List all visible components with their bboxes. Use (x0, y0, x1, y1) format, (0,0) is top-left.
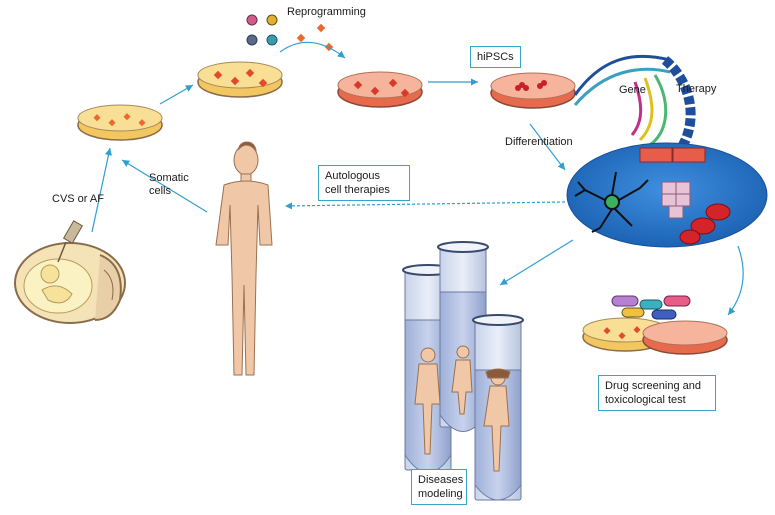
arrow-to-diseases (499, 239, 574, 286)
arrow-autologous (284, 201, 566, 210)
diseases-modeling-label: Diseases modeling (411, 469, 467, 505)
arrow-to-drug-screening (727, 245, 744, 316)
arrow-uterus-to-dish (91, 147, 113, 233)
neuron-cell (574, 171, 649, 233)
dish-hipscs (490, 72, 576, 109)
gene-label: Gene (619, 84, 646, 96)
hipscs-label: hiPSCs (470, 46, 521, 68)
flow-arrows (91, 41, 744, 316)
test-tube-right (472, 314, 524, 501)
autologous-therapies-label: Autologous cell therapies (318, 165, 410, 201)
dish-somatic (77, 104, 163, 141)
reprogramming-factors (246, 14, 334, 52)
arrow-reprogramming (279, 41, 346, 59)
reprogramming-label: Reprogramming (287, 6, 366, 18)
epithelial-cells (661, 181, 691, 219)
dish-reprogrammed (337, 71, 423, 108)
drug-capsules (611, 295, 691, 320)
drug-screening-label: Drug screening and toxicological test (598, 375, 716, 411)
red-blood-cells (679, 203, 731, 245)
therapy-label: Therapy (676, 83, 717, 95)
arrow-differentiation (529, 123, 566, 171)
dish-reprogramming (197, 61, 283, 98)
differentiation-hub (566, 142, 768, 248)
human-figure (215, 141, 273, 376)
cardiomyocytes (639, 147, 706, 163)
somatic-cells-label: Somatic cells (149, 172, 189, 197)
arrow-human-to-somatic (121, 159, 208, 213)
arrow-dish-to-dish (159, 84, 194, 105)
drug-screening-dishes (582, 295, 728, 355)
cvs-or-af-label: CVS or AF (52, 193, 104, 205)
differentiation-label: Differentiation (505, 136, 573, 148)
uterus-fetus-illustration (14, 220, 126, 324)
